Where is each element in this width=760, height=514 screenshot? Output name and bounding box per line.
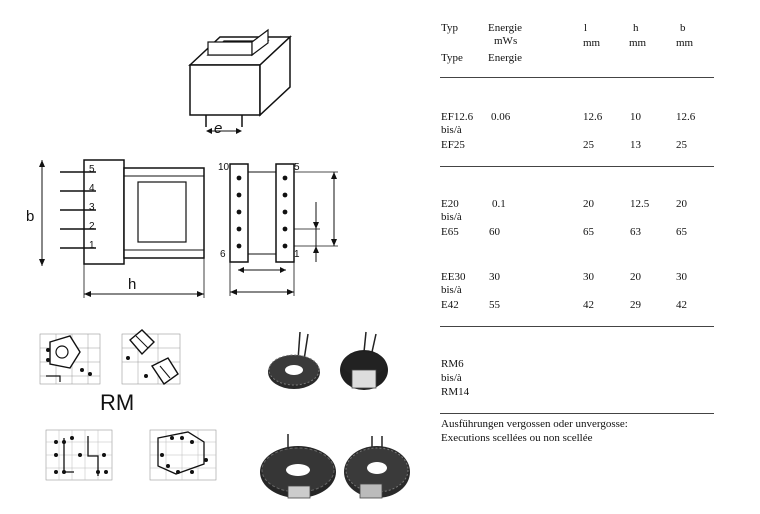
row3-type-from: EE30 — [441, 271, 466, 283]
bobbin-end-view — [229, 163, 338, 296]
row1-h-from: 10 — [630, 111, 641, 123]
row4-divider — [440, 413, 714, 414]
row1-energy-from: 0.06 — [491, 111, 511, 123]
row3-energy-to: 55 — [489, 299, 500, 311]
rm-pcb-layout-1 — [45, 429, 113, 481]
header-energie: Energie — [488, 22, 523, 34]
row2-type-from: E20 — [441, 198, 459, 210]
row2-b-from: 20 — [676, 198, 687, 210]
row3-l-from: 30 — [583, 271, 594, 283]
row1-type-from: EF12.6 — [441, 111, 474, 123]
row1-b-to: 25 — [676, 139, 687, 151]
pin-label-2: 2 — [89, 221, 95, 232]
row2-b-to: 65 — [676, 226, 687, 238]
row3-h-to: 29 — [630, 299, 641, 311]
header-l-unit: mm — [583, 37, 601, 49]
row3-bis: bis/à — [441, 284, 462, 296]
row2-l-from: 20 — [583, 198, 594, 210]
footer-french: Executions scellées ou non scellée — [441, 432, 593, 444]
header-divider — [440, 77, 714, 78]
footer-german: Ausführungen vergossen oder unvergosse: — [441, 418, 628, 430]
pin-label-5: 5 — [89, 164, 95, 175]
row3-l-to: 42 — [583, 299, 594, 311]
header-b-unit: mm — [676, 37, 694, 49]
header-type: Type — [441, 52, 463, 64]
row1-type-to: EF25 — [441, 139, 465, 151]
header-energie-fr: Energie — [488, 52, 523, 64]
row1-b-from: 12.6 — [676, 111, 696, 123]
header-b: b — [680, 22, 686, 34]
pin-label-1: 1 — [89, 240, 95, 251]
row2-bis: bis/à — [441, 211, 462, 223]
toroid-photo-2 — [340, 331, 388, 390]
row2-l-to: 65 — [583, 226, 594, 238]
pin-label-10: 10 — [218, 162, 230, 173]
row3-energy-from: 30 — [489, 271, 500, 283]
row1-l-from: 12.6 — [583, 111, 603, 123]
pin-label-3: 3 — [89, 202, 95, 213]
toroid-photo-3 — [260, 434, 336, 499]
pin-label-5-right: 5 — [294, 162, 300, 173]
rm-label: RM — [100, 390, 135, 415]
row1-l-to: 25 — [583, 139, 594, 151]
row1-divider — [440, 166, 714, 167]
rm-core-drawing-1 — [39, 333, 101, 385]
row2-type-to: E65 — [441, 226, 459, 238]
transformer-side-view — [39, 159, 205, 298]
row3-b-to: 42 — [676, 299, 687, 311]
header-h-unit: mm — [629, 37, 647, 49]
row4-bis: bis/à — [441, 372, 462, 384]
transformer-3d-drawing — [188, 28, 292, 134]
row3-b-from: 30 — [676, 271, 687, 283]
rm-core-drawing-2 — [121, 329, 181, 385]
pin-label-6: 6 — [220, 249, 226, 260]
row3-divider — [440, 326, 714, 327]
header-typ: Typ — [441, 22, 458, 34]
dim-label-h: h — [128, 276, 137, 293]
row4-type-to: RM14 — [441, 386, 470, 398]
row2-h-from: 12.5 — [630, 198, 650, 210]
pin-label-4: 4 — [89, 183, 95, 194]
toroid-photo-1 — [268, 331, 320, 389]
row3-type-to: E42 — [441, 299, 459, 311]
header-mws: mWs — [494, 35, 518, 47]
header-l: l — [584, 22, 588, 34]
pin-label-1-right: 1 — [294, 249, 300, 260]
toroid-photo-4 — [344, 436, 410, 499]
row2-energy-from: 0.1 — [492, 198, 506, 210]
row2-energy-to: 60 — [489, 226, 500, 238]
dim-label-b: b — [26, 208, 35, 225]
row1-h-to: 13 — [630, 139, 641, 151]
row1-bis: bis/à — [441, 124, 462, 136]
row2-h-to: 63 — [630, 226, 641, 238]
row4-type-from: RM6 — [441, 358, 464, 370]
header-h: h — [633, 22, 639, 34]
row3-h-from: 20 — [630, 271, 641, 283]
dim-label-e: e — [214, 120, 223, 137]
rm-pcb-layout-2 — [149, 429, 217, 481]
